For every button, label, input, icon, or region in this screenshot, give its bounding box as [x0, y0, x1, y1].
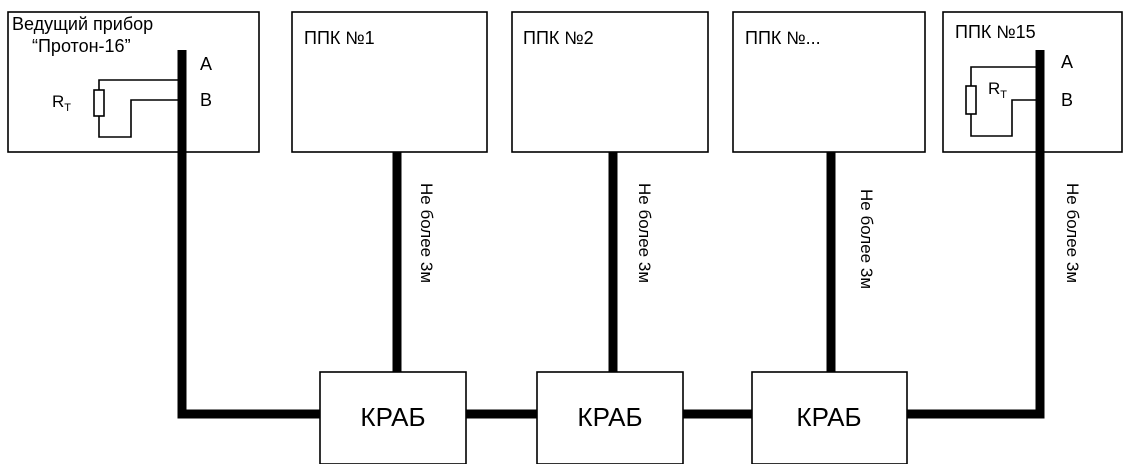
panel-15: ППК №15 A B RT — [942, 11, 1123, 153]
panel-15-box — [942, 11, 1123, 153]
crab-1-box — [319, 371, 467, 464]
master-device-title: Ведущий прибор — [12, 14, 153, 34]
master-resistor-wire — [98, 79, 186, 90]
panel-15-label: ППК №15 — [955, 22, 1036, 42]
crab-3: КРАБ — [751, 371, 908, 464]
master-terminal-b: B — [200, 90, 212, 110]
panel-1-label: ППК №1 — [304, 28, 375, 48]
crab-1: КРАБ — [319, 371, 467, 464]
panel-15-terminal-a: A — [1061, 52, 1073, 72]
panel-15-resistor-wire — [970, 66, 1040, 86]
bus-crab-3-to-panel-15 — [905, 50, 1045, 419]
crab-3-label: КРАБ — [796, 402, 861, 432]
panel-2: ППК №2 — [511, 11, 709, 153]
master-terminal-a: A — [200, 54, 212, 74]
cable-note-1: Не более 3м — [417, 183, 436, 283]
panel-15-resistor-wire-return — [970, 99, 1040, 137]
cable-note-4: Не более 3м — [1063, 183, 1082, 283]
panel-1: ППК №1 — [291, 11, 488, 153]
panel-2-box — [511, 11, 709, 153]
panel-n-box — [732, 11, 926, 153]
master-resistor-wire-return — [98, 99, 186, 138]
panel-1-box — [291, 11, 488, 153]
cable-note-3: Не более 3м — [857, 189, 876, 289]
crab-1-label: КРАБ — [360, 402, 425, 432]
crab-2: КРАБ — [536, 371, 684, 464]
panel-15-terminal-b: B — [1061, 90, 1073, 110]
master-device-box — [7, 11, 260, 153]
crab-2-box — [536, 371, 684, 464]
master-device: Ведущий прибор “Протон-16” A B RT — [7, 11, 260, 153]
panel-n-label: ППК №... — [745, 28, 821, 48]
panel-n: ППК №... — [732, 11, 926, 153]
crab-3-box — [751, 371, 908, 464]
bus-master-to-crab-1 — [177, 50, 322, 419]
master-device-model: “Протон-16” — [32, 36, 131, 56]
crab-2-label: КРАБ — [577, 402, 642, 432]
cable-note-2: Не более 3м — [635, 183, 654, 283]
master-resistor-label: RT — [52, 92, 71, 114]
panel-15-resistor-label: RT — [988, 79, 1007, 101]
panel-2-label: ППК №2 — [523, 28, 594, 48]
